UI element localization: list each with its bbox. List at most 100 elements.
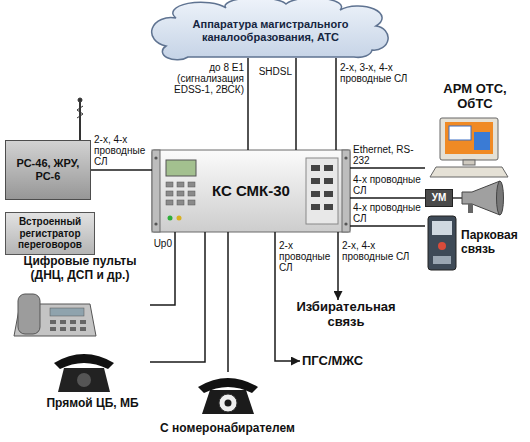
key [188, 182, 195, 187]
port [311, 165, 320, 171]
callbox-icon [428, 216, 456, 270]
rotary-phone-icon [198, 378, 258, 414]
rotary-phone: С номеронабирателем [155, 372, 300, 436]
port [324, 191, 333, 197]
lcd-display [166, 160, 196, 176]
port [324, 204, 333, 210]
unit-body [152, 150, 350, 232]
callbox-body [428, 216, 456, 270]
phone-base [58, 368, 110, 392]
node-text: Прямой ЦБ, МБ [35, 397, 150, 411]
amp-wire [453, 197, 462, 199]
antenna [77, 98, 83, 140]
phone-plate [77, 373, 91, 387]
key [50, 327, 56, 331]
port [324, 165, 333, 171]
computer-icon [430, 118, 508, 177]
port [311, 204, 320, 210]
edge-label: Ethernet, RS-232 [353, 144, 425, 166]
amplifier-box: УМ [425, 189, 453, 207]
connector-line [247, 58, 249, 150]
port-module [306, 158, 338, 224]
antenna-coil [77, 106, 83, 118]
node-text: Избирательная связь [290, 300, 402, 330]
key [188, 200, 195, 205]
keyboard [430, 167, 508, 177]
console-phone-icon [14, 294, 96, 336]
node-text: АРМ ОТС, ОбТС [425, 82, 525, 112]
node-text: ПГС/МЖС [302, 354, 390, 369]
cb-phone-icon [54, 354, 114, 392]
cloud-outline [152, 0, 388, 60]
cloud-network: Аппаратура магистрального каналообразова… [148, 0, 393, 58]
node-text: С номеронабирателем [155, 422, 300, 436]
console-keys [50, 320, 86, 331]
edge-label: 2-х, 4-х проводные СЛ [342, 240, 417, 262]
connector-line [350, 197, 425, 199]
key [70, 320, 76, 324]
key [166, 182, 173, 187]
digital-console: Цифровые пульты (ДНЦ, ДСП и др.) [10, 255, 150, 341]
mount-hole [344, 156, 347, 159]
key [70, 327, 76, 331]
node-text: УМ [426, 192, 452, 204]
edge-label: 2-х проводные СЛ [279, 240, 334, 273]
console-display [50, 308, 84, 316]
edge-label: 2-х, 4-х проводные СЛ [94, 134, 150, 167]
rotary-dial [219, 394, 237, 412]
edge-label: 4-х проводные СЛ [353, 174, 425, 196]
edge-label: 2-х, 3-х, 4-х проводные СЛ [340, 62, 425, 84]
node-text: Цифровые пульты (ДНЦ, ДСП и др.) [10, 255, 150, 283]
switching-station: КС СМК-30 [152, 150, 350, 232]
connector-line [150, 232, 205, 362]
antenna-tip [78, 98, 82, 102]
key [60, 327, 66, 331]
connector-line [337, 232, 339, 300]
keypad [166, 182, 195, 205]
edge-label: до 8 Е1 (сигнализация EDSS-1, 2ВСК) [170, 62, 244, 95]
node-text: Парковая связь [461, 229, 525, 257]
edge-label: SHDSL [252, 66, 292, 77]
console-handset [18, 294, 40, 334]
key [166, 200, 173, 205]
monitor-stand [463, 160, 475, 165]
rack-ear [342, 150, 350, 232]
port [311, 191, 320, 197]
connector-line [91, 169, 152, 171]
port [324, 178, 333, 184]
radio-station-box: РС-46, ЖРУ, РС-6 [5, 140, 91, 200]
key [177, 191, 184, 196]
cloud-shape [152, 0, 388, 60]
node-text: Аппаратура магистрального каналообразова… [182, 18, 359, 43]
edge-label: 4-х проводные СЛ [353, 202, 425, 224]
selective-call: Избирательная связь [290, 300, 402, 330]
recorder-box: Встроенный регистратор переговоров [5, 212, 95, 255]
connector-line [350, 225, 425, 227]
callbox-grille [432, 221, 452, 235]
mount-hole [344, 222, 347, 225]
key [177, 182, 184, 187]
screen [445, 122, 493, 154]
rack-ear [152, 150, 160, 232]
ports [311, 165, 333, 210]
callbox-plate [433, 256, 451, 264]
pgs-target: ПГС/МЖС [300, 352, 390, 370]
mount-hole [154, 222, 157, 225]
workstation: АРМ ОТС, ОбТС [425, 82, 525, 180]
status-led [168, 216, 173, 221]
phone-base [202, 390, 254, 414]
status-led [177, 216, 182, 221]
key [166, 191, 173, 196]
phone-handset [198, 378, 258, 393]
key [177, 200, 184, 205]
node-text: Встроенный регистратор переговоров [9, 216, 91, 251]
port [311, 178, 320, 184]
dial-center [225, 400, 232, 407]
mount-hole [154, 156, 157, 159]
switch-unit [152, 150, 350, 232]
monitor [440, 118, 498, 160]
megaphone-icon [453, 181, 504, 215]
key [188, 191, 195, 196]
edge-label: Up0 [148, 238, 172, 249]
